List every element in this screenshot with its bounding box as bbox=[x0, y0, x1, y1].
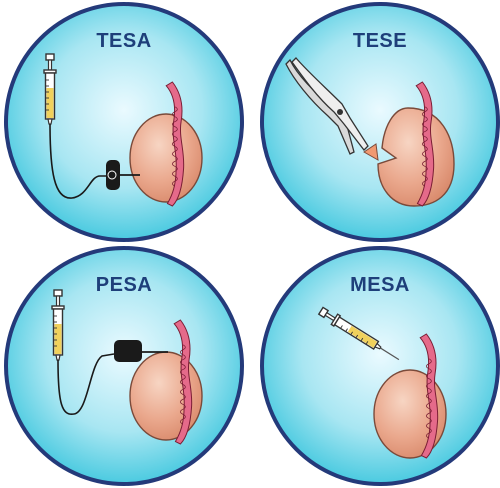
panel-tesa: TESA bbox=[2, 0, 246, 244]
testis bbox=[129, 113, 203, 203]
panel-title: MESA bbox=[350, 274, 410, 296]
tubing bbox=[49, 123, 112, 199]
tubing bbox=[57, 353, 115, 415]
needle-holder-clamp bbox=[106, 160, 140, 190]
tissue-sample bbox=[363, 143, 379, 161]
surgical-scissors-icon bbox=[285, 57, 369, 155]
testis bbox=[377, 107, 455, 207]
panel-pesa: PESA bbox=[2, 244, 246, 488]
panel-title: TESA bbox=[96, 30, 152, 52]
syringe-icon bbox=[317, 305, 400, 361]
panel-mesa: MESA bbox=[258, 244, 500, 488]
panel-title: PESA bbox=[95, 274, 153, 296]
needle-holder-clamp bbox=[114, 340, 168, 362]
panel-tese: TESE bbox=[258, 0, 500, 244]
panel-title: TESE bbox=[352, 30, 408, 52]
